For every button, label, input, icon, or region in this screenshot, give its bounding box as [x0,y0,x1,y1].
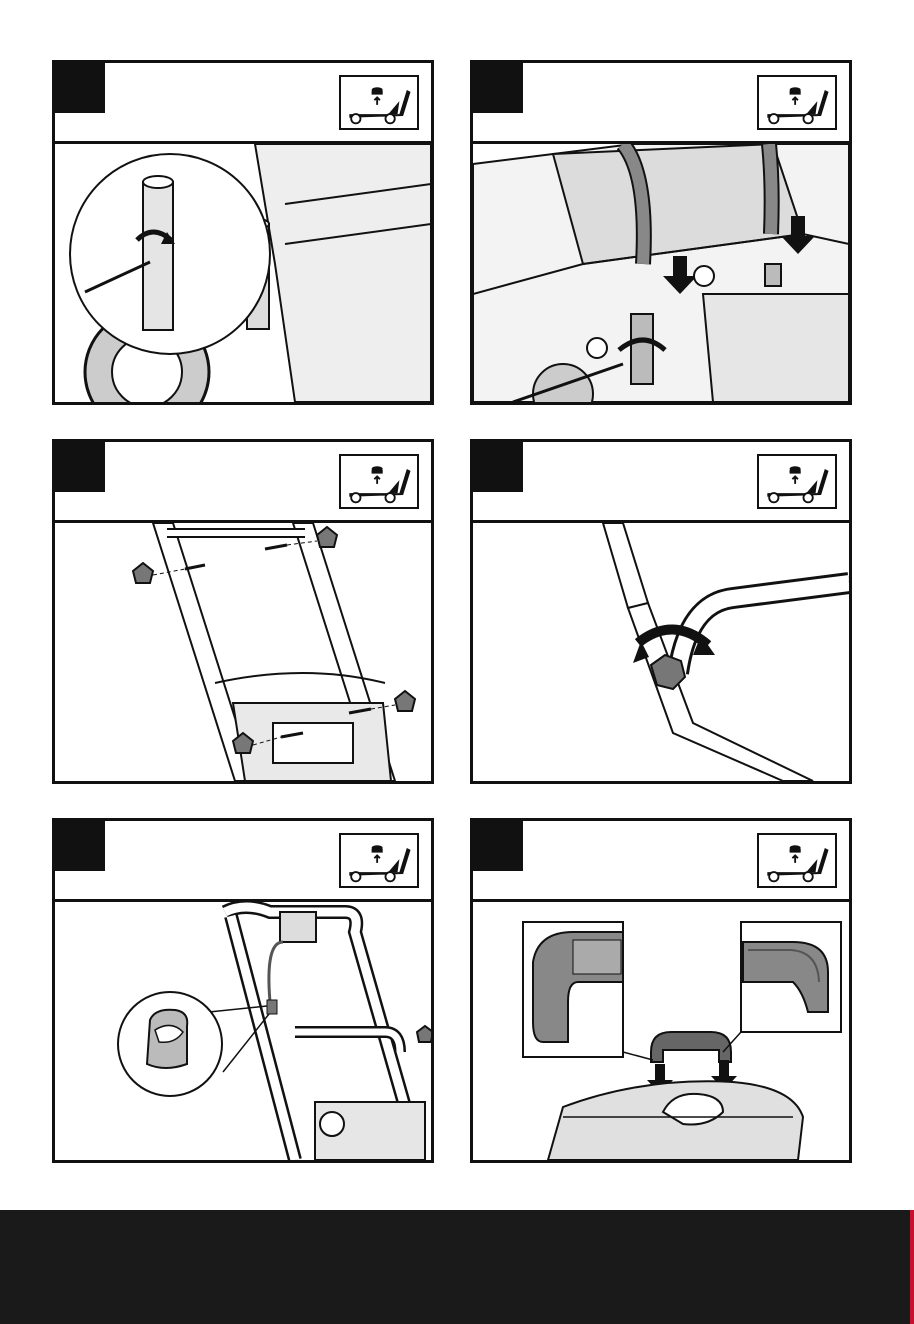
panel-header [473,63,849,144]
panel-header [55,63,431,144]
panel-4 [470,439,852,784]
step-number-box [55,442,105,492]
mower-height-adjust-icon [339,75,419,130]
mower-height-adjust-icon [757,454,837,509]
handle-tube-bolt-illustration [55,144,431,402]
mower-height-adjust-icon [757,833,837,888]
mower-height-adjust-icon [339,833,419,888]
mower-height-adjust-icon [757,75,837,130]
cable-clip-illustration [55,902,431,1160]
panel-1 [52,60,434,405]
step-number-box [473,821,523,871]
panel-header [55,821,431,902]
step-number-box [55,63,105,113]
step-number-box [55,821,105,871]
page-footer-bar [0,1210,914,1324]
mower-height-adjust-icon [339,454,419,509]
tighten-knob-illustration [473,523,849,781]
step-number-box [473,63,523,113]
panel-2 [470,60,852,405]
panel-6 [470,818,852,1163]
handle-knobs-bolts-illustration [55,523,431,781]
panel-header [473,821,849,902]
step-number-box [473,442,523,492]
panel-header [473,442,849,523]
accent-stripe [910,1210,914,1324]
insert-handle-tubes-illustration [473,144,849,402]
panel-3 [52,439,434,784]
grass-box-handle-illustration [473,902,849,1160]
panel-header [55,442,431,523]
panel-5 [52,818,434,1163]
